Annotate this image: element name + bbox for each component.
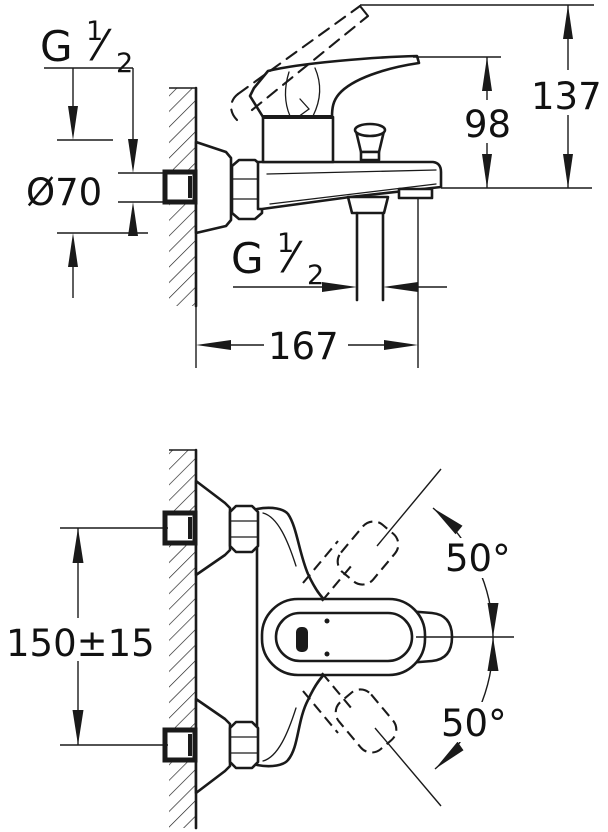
handle-dot <box>324 651 330 657</box>
side-view: G 1 ⁄ 2 Ø70 G 1 ⁄ 2 <box>26 4 602 368</box>
arrowhead <box>322 282 357 292</box>
escutcheon-bottom <box>194 697 232 795</box>
knob-cap <box>353 122 387 138</box>
escutcheon <box>194 140 233 235</box>
arrowhead <box>384 340 418 350</box>
arrowhead <box>196 340 231 350</box>
handle-dot <box>324 618 330 624</box>
swivel-up-label: 50° <box>445 537 511 580</box>
height-to-handle-label: 98 <box>464 103 511 146</box>
handle-surface-line <box>297 98 310 118</box>
dashed-tip <box>358 4 370 18</box>
aerator <box>397 187 434 200</box>
escutcheon-top <box>194 479 232 577</box>
spout-projection-label: 167 <box>268 325 339 368</box>
arrowhead <box>487 637 499 671</box>
ext-line-down <box>374 727 442 807</box>
nut-body <box>228 504 260 554</box>
dim-escutcheon-diameter: Ø70 <box>26 68 148 298</box>
inlet-fitting <box>162 169 198 205</box>
union-nut-bottom <box>228 720 260 770</box>
thread-top-label-den: 2 <box>116 48 133 79</box>
arrowhead <box>383 282 418 292</box>
knob-base <box>359 150 381 162</box>
escutcheon <box>194 697 232 795</box>
handle-raised-dashed <box>230 4 370 122</box>
dashed-edge <box>302 690 339 734</box>
inlet-distance-label: 150±15 <box>6 622 155 665</box>
bar-inner-top <box>266 169 437 175</box>
shower-outlet <box>346 195 390 302</box>
body-inner-line <box>262 707 297 762</box>
handle-front <box>260 597 427 677</box>
wall-hatching <box>169 450 196 828</box>
diverter-knob <box>353 122 387 162</box>
front-view: 50° 50° 150±15 <box>6 448 516 830</box>
nut-body <box>230 158 264 221</box>
escutcheon <box>194 479 232 577</box>
inlet-fitting-top <box>162 510 198 546</box>
dashed-edge <box>236 4 362 96</box>
body-inner-line <box>262 512 297 567</box>
label-mask <box>440 538 516 578</box>
dim-inlet-distance: 150±15 <box>6 527 168 746</box>
dim-swivel-angles: 50° 50° <box>374 468 516 807</box>
bar-inner-bottom <box>269 183 437 205</box>
dim-spout-projection: 167 <box>195 198 419 368</box>
nut-body <box>228 720 260 770</box>
faucet-body-side <box>248 54 443 302</box>
thread-spout-label-num: 1 <box>277 228 294 259</box>
handle-surface-line <box>284 71 291 117</box>
arrowhead <box>68 106 78 140</box>
inlet-fitting-bottom <box>162 727 198 763</box>
arrowhead <box>128 202 138 236</box>
dashed-edge <box>302 540 339 584</box>
handle-swivel-up-dashed <box>302 520 400 602</box>
cartridge-block <box>261 115 335 164</box>
arrowhead <box>433 508 463 535</box>
thread-top-label-g: G <box>40 22 73 71</box>
handle-surface-line <box>312 67 321 117</box>
thread-top-label-num: 1 <box>86 16 103 47</box>
dashed-grip <box>334 688 398 754</box>
union-nut-top <box>228 504 260 554</box>
arrowhead <box>68 233 78 267</box>
thread-spout-label-g: G <box>231 234 264 283</box>
ext-line-up <box>376 468 442 547</box>
swivel-down-label: 50° <box>441 702 507 745</box>
handle-grip-inner <box>274 611 414 663</box>
label-mask <box>438 702 514 742</box>
handle-swivel-down-dashed <box>302 672 398 754</box>
dashed-grip <box>336 520 400 586</box>
outlet-collar <box>346 195 390 215</box>
dashed-edge <box>321 672 353 710</box>
arrowhead <box>487 603 499 637</box>
arrowhead <box>435 741 464 769</box>
handle-grip-face <box>260 597 427 677</box>
dim-heights: 98 137 <box>360 4 602 189</box>
lever-handle <box>248 54 421 119</box>
handle-logo-mark <box>296 627 308 652</box>
arrowhead <box>128 139 138 173</box>
height-total-label: 137 <box>531 75 602 118</box>
dashed-edge <box>321 564 353 602</box>
wall-section <box>169 448 198 830</box>
dashed-grip-arc <box>230 92 240 122</box>
dim-thread-spout: G 1 ⁄ 2 <box>231 228 447 292</box>
dashed-edge <box>250 14 370 112</box>
thread-spout-label-den: 2 <box>307 260 324 291</box>
escutcheon-diameter-label: Ø70 <box>26 171 102 214</box>
